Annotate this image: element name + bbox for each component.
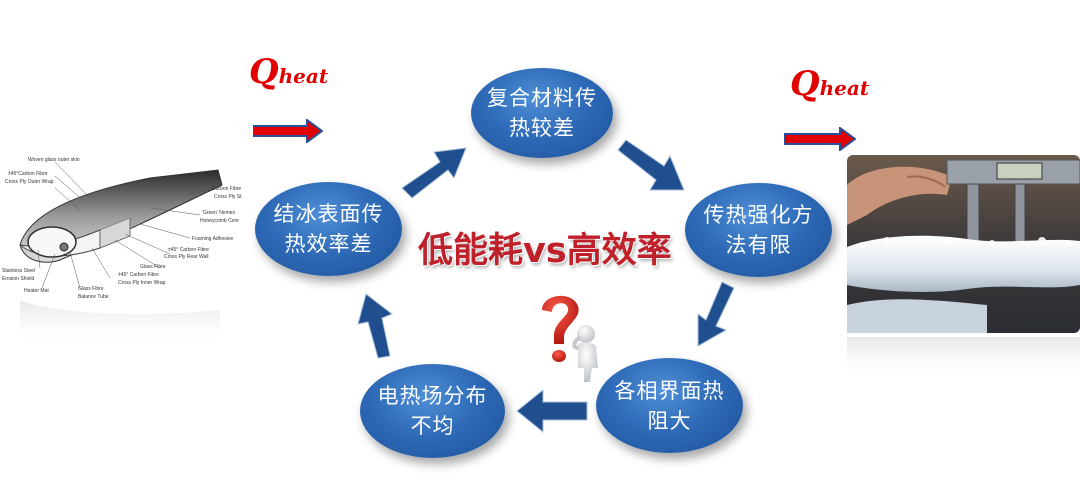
label-foaming-adhesive: Foaming Adhesive [192, 236, 234, 242]
label-carbon-fibre: Carbon Fibre [212, 186, 242, 192]
node-interface-resistance: 各相界面热 阻大 [596, 358, 743, 453]
label-balance-tube: Balance Tube [78, 294, 109, 300]
label-carbon-fibre-45b: ±45° Carbon Fibre [168, 247, 209, 253]
node-composite-heat-transfer: 复合材料传 热较差 [471, 68, 613, 158]
label-glass-fibre-b: Glass Fibre [78, 286, 104, 292]
label-stainless-steel: Stainless Steel [2, 268, 36, 274]
label-green-nomex: 'Green' Nomex [202, 210, 236, 216]
heat-label-right: Qheat [790, 64, 869, 104]
label-carbon-fibre-45c: ±45° Carbon Fibre [118, 272, 159, 278]
cycle-arrow-right-to-bottom [697, 281, 735, 347]
node-enhancement-limited: 传热强化方 法有限 [685, 183, 832, 277]
label-cross-ply-inner: Cross Ply Inner Wrap [118, 280, 166, 286]
label-carbon-fibre-45: ±45°Carbon Fibre [8, 171, 48, 177]
cycle-arrow-bottom-right-to-bottom-left [516, 390, 588, 434]
heat-label-left-main: Q [249, 52, 279, 92]
label-glass-fibre: Glass Fibre [140, 264, 166, 270]
heat-label-left-sub: heat [278, 64, 329, 88]
blade-section-illustration [19, 161, 223, 345]
frozen-pipe-caliper-photo [847, 155, 1080, 383]
cycle-arrow-left-to-top [401, 147, 467, 199]
heat-flow-arrow-right [784, 127, 856, 151]
label-heater-mat: Heater Mat [24, 288, 49, 294]
node-top-label: 复合材料传 热较差 [487, 86, 597, 140]
cycle-arrow-bottom-left-to-left [357, 293, 394, 359]
center-title: 低能耗vs高效率 [418, 231, 672, 271]
heat-flow-arrow-left [253, 119, 323, 143]
frozen-pipe-photo [847, 155, 1080, 383]
node-bottom-left-label: 电热场分布 不均 [377, 384, 488, 438]
label-cross-ply-outer: Cross Ply Outer Wrap [5, 179, 54, 185]
node-icing-surface: 结冰表面传 热效率差 [255, 182, 402, 276]
heat-label-right-sub: heat [819, 76, 870, 100]
label-cross-ply-rear: Cross Ply Rear Wall [164, 254, 209, 260]
node-field-uneven: 电热场分布 不均 [360, 364, 505, 458]
node-right-label: 传热强化方 法有限 [703, 203, 814, 257]
label-honeycomb: Honeycomb Core [200, 218, 239, 224]
heat-label-right-main: Q [790, 64, 820, 104]
label-erosion-shield: Erosion Shield [2, 276, 35, 282]
node-left-label: 结冰表面传 热效率差 [273, 202, 384, 256]
heat-label-left: Qheat [249, 52, 328, 92]
node-bottom-right-label: 各相界面热 阻大 [614, 378, 725, 433]
cycle-arrow-top-to-right [617, 139, 685, 191]
label-cross-ply-st: Cross Ply St [214, 194, 242, 200]
diagram-labels: Woven glass outer skin ±45°Carbon Fibre … [0, 150, 250, 350]
label-woven-glass: Woven glass outer skin [28, 157, 80, 163]
question-mark-figure-icon [542, 295, 598, 382]
blade-section-diagram: Woven glass outer skin ±45°Carbon Fibre … [0, 150, 250, 350]
